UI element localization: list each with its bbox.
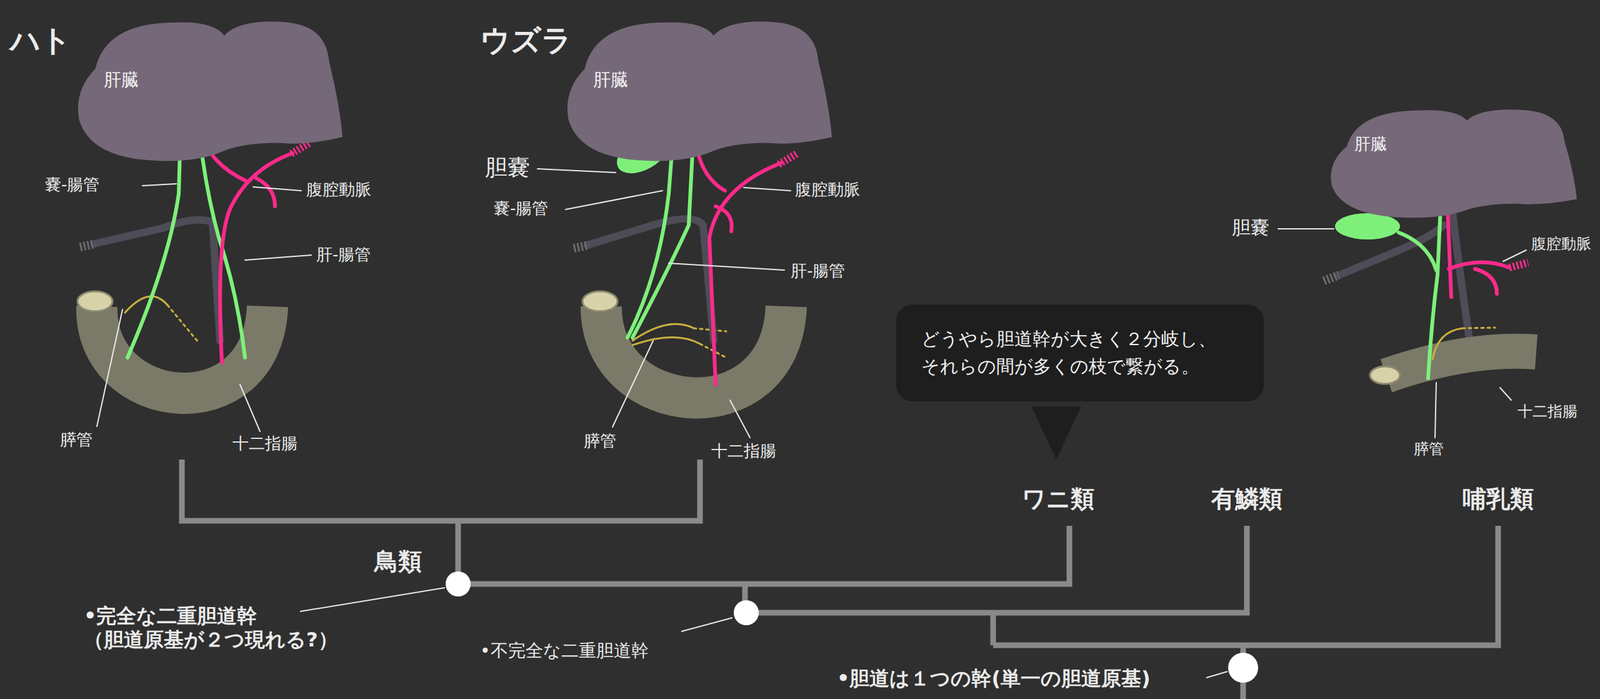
trait-note: •完全な二重胆道幹 （胆道原基が２つ現れる?）	[83, 603, 364, 652]
liver-outline	[567, 21, 832, 162]
taxon-name: 鳥類	[374, 547, 422, 577]
liver-organ: 肝臓	[563, 18, 832, 164]
organ-label: 胆嚢	[485, 153, 530, 181]
organ-label: 十二指腸	[711, 441, 777, 461]
organ-name: 肝臓	[103, 69, 139, 91]
organ-label: 嚢-腸管	[493, 198, 549, 219]
organ-label: 肝-腸管	[316, 245, 371, 265]
trait-note: •不完全な二重胆道幹	[480, 640, 649, 662]
organ-name: 肝臓	[1354, 134, 1387, 154]
organ-label: 腹腔動脈	[306, 180, 372, 200]
organ-label: 膵管	[60, 430, 93, 450]
organ-label: 腹腔動脈	[795, 180, 860, 200]
taxon-name: 哺乳類	[1462, 485, 1534, 514]
organ-label: 十二指腸	[232, 433, 298, 454]
species-title: ウズラ	[480, 22, 572, 59]
liver-shape	[563, 18, 832, 164]
organ-label: 胆嚢	[1231, 216, 1270, 239]
bubble-text: どうやら胆道幹が大きく２分岐し、 それらの間が多くの枝で繋がる。	[921, 325, 1239, 380]
species-title: ハト	[10, 22, 72, 59]
liver-outline	[1330, 109, 1577, 218]
trait-note: •胆道は１つの幹(単一の胆道原基)	[836, 666, 1151, 690]
phylogenetic-tree	[181, 459, 1499, 699]
organ-label: 十二指腸	[1517, 402, 1578, 421]
mammal-anatomy	[1278, 178, 1537, 438]
organ-label: 膵管	[1413, 440, 1444, 459]
leader-line	[300, 587, 1228, 678]
speech-bubble: どうやら胆道幹が大きく２分岐し、 それらの間が多くの枝で繋がる。	[896, 304, 1264, 402]
tree-node	[445, 571, 1259, 683]
organ-label: 嚢-腸管	[45, 175, 100, 195]
organ-name: 肝臓	[593, 69, 629, 91]
organ-label: 肝-腸管	[790, 261, 845, 281]
pigeon-anatomy	[77, 125, 312, 432]
taxon-name: 有鱗類	[1211, 485, 1283, 514]
organ-label: 腹腔動脈	[1531, 235, 1592, 254]
taxon-name: ワニ類	[1021, 485, 1095, 514]
bubble-pointer	[1031, 406, 1082, 460]
liver-shape	[1326, 106, 1577, 220]
liver-outline	[78, 21, 343, 162]
organ-label: 膵管	[583, 431, 617, 451]
liver-organ: 肝臓	[73, 18, 343, 164]
liver-organ: 肝臓	[1326, 106, 1577, 220]
liver-shape	[73, 18, 343, 164]
quail-anatomy	[537, 124, 798, 438]
